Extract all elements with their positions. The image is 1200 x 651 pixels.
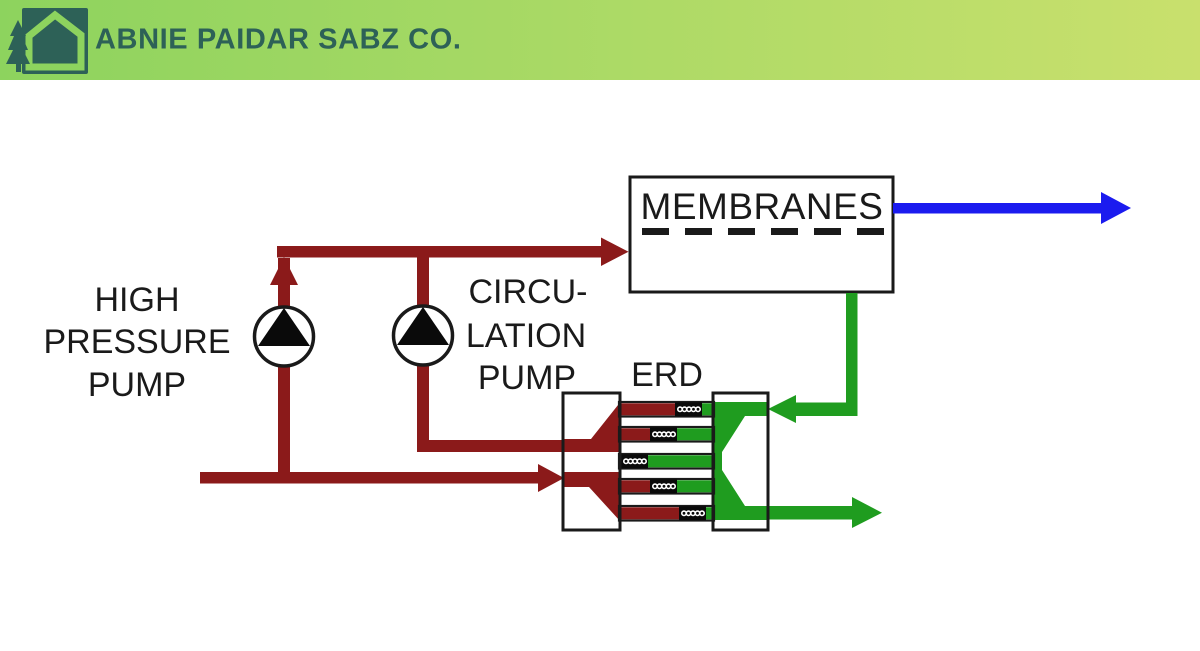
pump-triangle-icon — [397, 307, 449, 345]
logo-house-outline-outer — [25, 10, 85, 71]
pump-triangle-icon — [258, 308, 310, 346]
erd-channel-4 — [617, 477, 716, 495]
pine-tree-icon — [6, 20, 30, 72]
membranes-box — [628, 175, 895, 294]
circ-pump-label-line2: LATION — [466, 317, 586, 355]
erd-right-funnel — [713, 402, 768, 520]
erd-piston — [675, 402, 702, 417]
erd-piston — [679, 506, 706, 521]
erd-channel-3 — [617, 452, 716, 470]
to-membranes-arrowhead — [601, 237, 629, 266]
circ-pump-label-line3: PUMP — [478, 359, 576, 397]
erd-right-vessel-outline — [711, 391, 770, 532]
brine-discharge-line — [768, 506, 853, 520]
feed-to-erd-arrowhead — [538, 464, 564, 492]
process-diagram: MEMBRANES — [43, 175, 1131, 532]
permeate-line — [893, 203, 1103, 214]
brine-discharge-arrowhead — [852, 497, 882, 528]
hp-pump-riser — [278, 258, 290, 483]
brine-line-network — [768, 293, 882, 528]
energy-recovery-device — [561, 391, 770, 532]
diagram-area: MEMBRANES — [0, 80, 1200, 651]
erd-piston — [650, 479, 677, 494]
erd-left-funnel-bottom — [563, 472, 620, 521]
erd-piston — [650, 427, 677, 442]
diagram-labels: HIGH PRESSURE PUMP CIRCU- LATION PUMP ER… — [43, 273, 702, 404]
circulation-to-erd-line — [417, 440, 565, 452]
hp-riser-arrowhead — [270, 257, 298, 285]
erd-channel-1 — [617, 400, 716, 418]
permeate-arrowhead — [1101, 192, 1131, 224]
high-pressure-line — [277, 246, 602, 258]
erd-left-funnel-top — [563, 402, 620, 452]
brine-down-line — [846, 293, 858, 416]
circulation-pump-symbol — [391, 304, 455, 367]
hp-pump-label-line3: PUMP — [88, 366, 186, 404]
hp-pump-label-line1: HIGH — [95, 281, 180, 319]
permeate-output — [893, 192, 1131, 224]
erd-label: ERD — [631, 356, 703, 394]
membranes-unit: MEMBRANES — [628, 175, 895, 294]
raw-feed-line — [200, 472, 540, 484]
circ-pump-label-line1: CIRCU- — [469, 273, 588, 311]
erd-left-vessel-outline — [561, 391, 622, 532]
erd-channels — [617, 400, 716, 522]
erd-channel-2 — [617, 425, 716, 443]
erd-piston — [621, 454, 648, 469]
header-banner: ABNIE PAIDAR SABZ CO. — [0, 0, 1200, 80]
high-pressure-pump-symbol — [252, 305, 316, 368]
company-logo-icon — [6, 8, 88, 74]
hp-pump-label-line2: PRESSURE — [43, 323, 230, 361]
brine-to-erd-line — [795, 402, 858, 416]
brine-to-erd-arrowhead — [768, 395, 796, 423]
erd-channel-5 — [617, 504, 716, 522]
membranes-label: MEMBRANES — [641, 186, 884, 227]
company-name: ABNIE PAIDAR SABZ CO. — [95, 23, 462, 56]
